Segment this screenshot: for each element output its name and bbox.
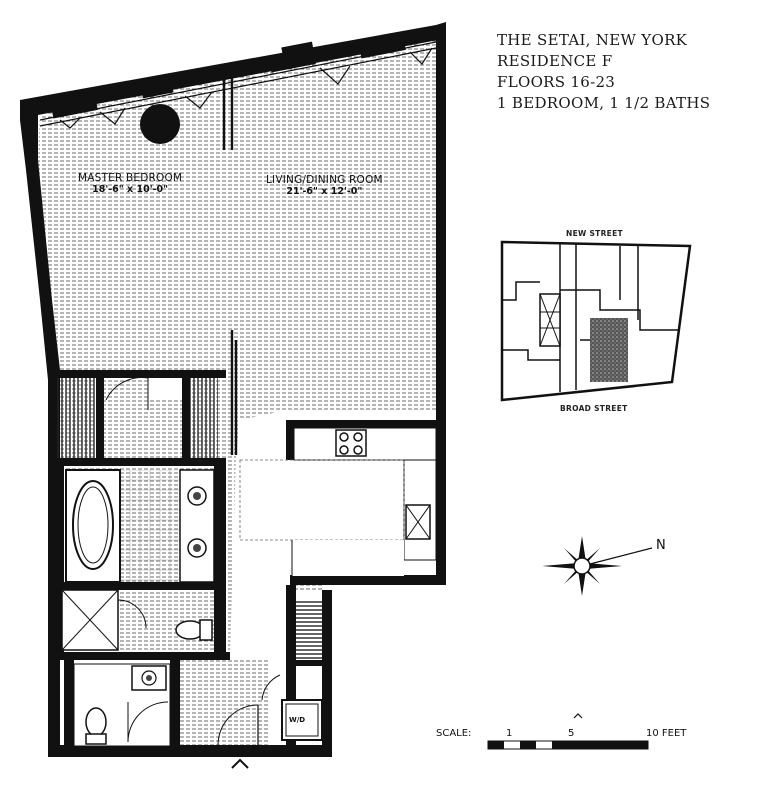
master-bedroom-label: MASTER BEDROOM 18'-6" x 10'-0"	[78, 172, 182, 195]
title-bedrooms-baths: 1 BEDROOM, 1 1/2 BATHS	[497, 94, 711, 112]
scale-label: SCALE:	[436, 728, 472, 739]
master-bedroom-dim: 18'-6" x 10'-0"	[92, 184, 169, 195]
bedroom-closet	[56, 370, 226, 466]
street-label-top: NEW STREET	[566, 229, 623, 238]
entry-door	[217, 704, 259, 769]
column	[140, 104, 180, 144]
scale-bar	[487, 713, 649, 750]
scale-tick-10: 10 FEET	[646, 728, 687, 739]
master-bedroom-name: MASTER BEDROOM	[78, 172, 183, 184]
washer-dryer-label: W/D	[289, 716, 306, 724]
scale-tick-5: 5	[568, 728, 575, 739]
sliding-partition	[222, 68, 238, 455]
title-floors: FLOORS 16-23	[497, 73, 616, 91]
key-plan	[500, 240, 692, 402]
scale-tick-1: 1	[506, 728, 513, 739]
master-bathroom	[56, 466, 230, 660]
windows	[39, 38, 437, 129]
powder-room	[64, 660, 180, 748]
kitchen	[239, 420, 437, 578]
street-label-bottom: BROAD STREET	[560, 404, 628, 413]
north-label: N	[656, 538, 666, 553]
living-dining-label: LIVING/DINING ROOM 21'-6" x 12'-0"	[266, 174, 383, 197]
title-building: THE SETAI, NEW YORK	[497, 31, 688, 49]
floor-area	[38, 30, 438, 745]
living-dining-name: LIVING/DINING ROOM	[266, 174, 383, 186]
compass-rose	[542, 536, 653, 596]
living-dining-dim: 21'-6" x 12'-0"	[286, 186, 363, 197]
title-residence: RESIDENCE F	[497, 52, 613, 70]
hall-closet	[261, 595, 323, 755]
title-block: THE SETAI, NEW YORK RESIDENCE F FLOORS 1…	[497, 30, 710, 114]
